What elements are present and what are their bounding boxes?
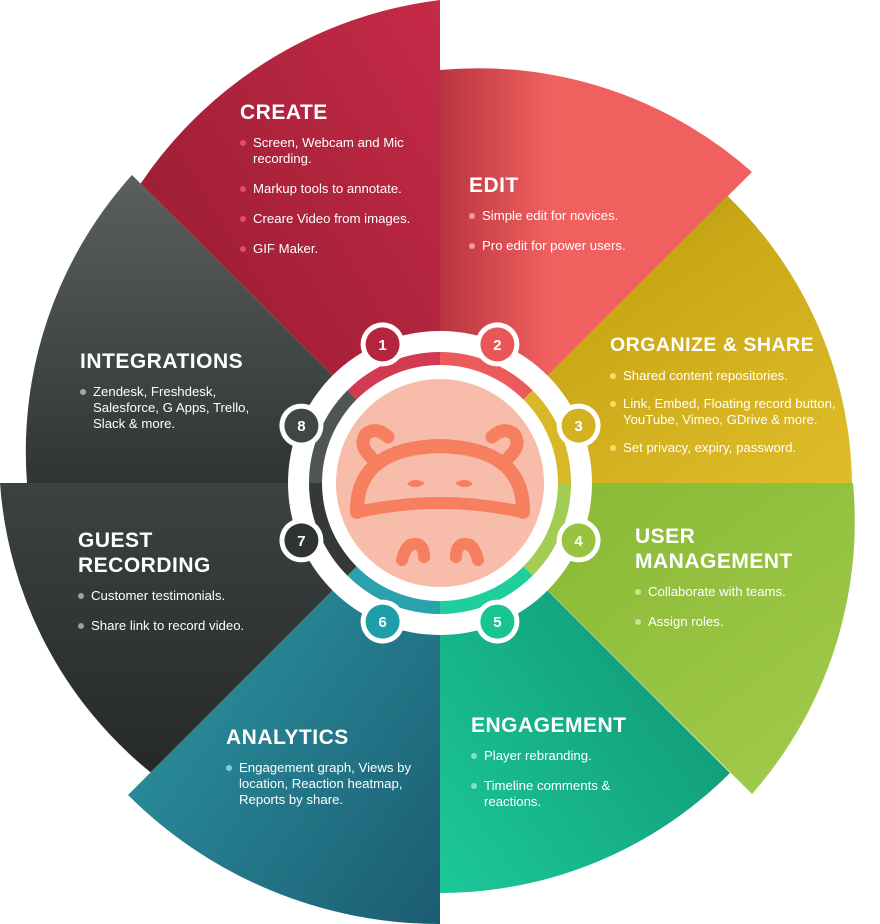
panel-create-title: CREATE <box>240 101 328 124</box>
bullet-dot <box>240 246 246 252</box>
bullet-dot <box>469 243 475 249</box>
bullet-dot <box>78 593 84 599</box>
panel-user-list: Collaborate with teams. Assign roles. <box>635 584 835 630</box>
panel-engagement-list: Player rebranding. Timeline comments & r… <box>471 748 646 810</box>
bullet-dot <box>78 623 84 629</box>
panel-edit-title: EDIT <box>469 174 519 197</box>
bullet-dot <box>80 389 86 395</box>
badge-number: 1 <box>378 337 386 354</box>
panel-guest-title: GUEST RECORDING <box>78 529 211 577</box>
bullet-dot <box>471 753 477 759</box>
list-item: Engagement graph, Views by location, Rea… <box>226 760 426 808</box>
panel-guest-recording: GUEST RECORDING Customer testimonials. S… <box>78 528 268 648</box>
bullet-dot <box>635 589 641 595</box>
badge-number: 8 <box>297 418 305 435</box>
badge-fill <box>480 604 515 639</box>
panel-organize-title: ORGANIZE & SHARE <box>610 334 815 356</box>
list-item: Zendesk, Freshdesk, Salesforce, G Apps, … <box>80 384 268 432</box>
bullet-dot <box>610 445 616 451</box>
bullet-dot <box>240 216 246 222</box>
panel-integrations-list: Zendesk, Freshdesk, Salesforce, G Apps, … <box>80 384 275 432</box>
list-item: Assign roles. <box>635 614 835 630</box>
hippo-logo-icon <box>349 424 531 566</box>
panel-analytics-list: Engagement graph, Views by location, Rea… <box>226 760 426 808</box>
list-item: GIF Maker. <box>240 241 430 257</box>
number-badge-2: 2 <box>475 322 520 367</box>
badge-number: 3 <box>574 418 582 435</box>
list-item: Screen, Webcam and Mic recording. <box>240 135 430 167</box>
list-item: Set privacy, expiry, password. <box>610 440 860 456</box>
list-item: Creare Video from images. <box>240 211 430 227</box>
badge-number: 6 <box>378 614 386 631</box>
badge-fill <box>284 523 319 558</box>
bullet-dot <box>635 619 641 625</box>
panel-edit-list: Simple edit for novices. Pro edit for po… <box>469 208 669 254</box>
list-item: Pro edit for power users. <box>469 238 669 254</box>
panel-organize-share: ORGANIZE & SHARE Shared content reposito… <box>610 333 860 470</box>
bullet-dot <box>226 765 232 771</box>
number-badge-7: 7 <box>279 518 324 563</box>
badge-number: 7 <box>297 533 305 550</box>
list-item: Share link to record video. <box>78 618 268 634</box>
badge-number: 4 <box>574 533 583 550</box>
bullet-dot <box>471 783 477 789</box>
badge-fill <box>480 327 515 362</box>
bullet-dot <box>240 186 246 192</box>
badge-number: 2 <box>493 337 501 354</box>
badge-fill <box>365 327 400 362</box>
list-item: Shared content repositories. <box>610 368 860 384</box>
bullet-dot <box>469 213 475 219</box>
panel-edit: EDIT Simple edit for novices. Pro edit f… <box>469 173 669 268</box>
panel-engagement: ENGAGEMENT Player rebranding. Timeline c… <box>471 713 646 824</box>
panel-organize-list: Shared content repositories. Link, Embed… <box>610 368 860 456</box>
list-item: Link, Embed, Floating record button, You… <box>610 396 860 428</box>
panel-user-management: USER MANAGEMENT Collaborate with teams. … <box>635 524 835 644</box>
panel-integrations-title: INTEGRATIONS <box>80 350 244 373</box>
number-badge-3: 3 <box>556 403 601 448</box>
list-item: Customer testimonials. <box>78 588 268 604</box>
panel-create-list: Screen, Webcam and Mic recording. Markup… <box>240 135 430 257</box>
list-item: Collaborate with teams. <box>635 584 835 600</box>
list-item: Player rebranding. <box>471 748 646 764</box>
panel-analytics: ANALYTICS Engagement graph, Views by loc… <box>226 725 426 822</box>
number-badge-5: 5 <box>475 599 520 644</box>
list-item: Timeline comments & reactions. <box>471 778 646 810</box>
panel-integrations: INTEGRATIONS Zendesk, Freshdesk, Salesfo… <box>80 349 275 446</box>
number-badge-6: 6 <box>360 599 405 644</box>
badge-number: 5 <box>493 614 501 631</box>
panel-create: CREATE Screen, Webcam and Mic recording.… <box>240 100 430 271</box>
bullet-dot <box>610 401 616 407</box>
panel-user-title: USER MANAGEMENT <box>635 525 793 573</box>
number-badge-8: 8 <box>279 403 324 448</box>
panel-engagement-title: ENGAGEMENT <box>471 714 627 737</box>
hippo-eyes <box>407 479 473 488</box>
list-item: Markup tools to annotate. <box>240 181 430 197</box>
badge-fill <box>365 604 400 639</box>
panel-analytics-title: ANALYTICS <box>226 726 349 749</box>
badge-fill <box>561 523 596 558</box>
bullet-dot <box>240 140 246 146</box>
number-badge-4: 4 <box>556 518 601 563</box>
badge-fill <box>284 408 319 443</box>
badge-fill <box>561 408 596 443</box>
panel-guest-list: Customer testimonials. Share link to rec… <box>78 588 268 634</box>
list-item: Simple edit for novices. <box>469 208 669 224</box>
number-badge-1: 1 <box>360 322 405 367</box>
bullet-dot <box>610 373 616 379</box>
